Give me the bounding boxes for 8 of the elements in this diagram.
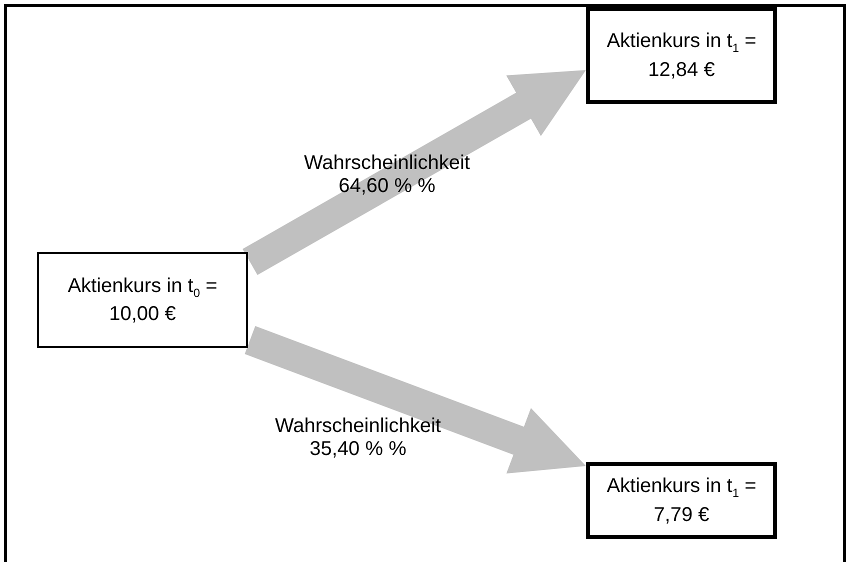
edge-label: Wahrscheinlichkeit 64,60 % % <box>303 152 471 198</box>
price-box <box>586 7 777 104</box>
price-box <box>586 462 777 539</box>
price-text: Aktienkurs in t$_{0}$ = 10,00 € <box>66 274 218 328</box>
price-box <box>37 252 248 348</box>
price-text: Aktienkurs in t$_{1}$ = 7,79 € <box>606 474 758 528</box>
price-text: Aktienkurs in t$_{1}$ = 12,84 € <box>606 29 758 83</box>
edge-label: Wahrscheinlichkeit 35,40 % % <box>274 415 442 461</box>
